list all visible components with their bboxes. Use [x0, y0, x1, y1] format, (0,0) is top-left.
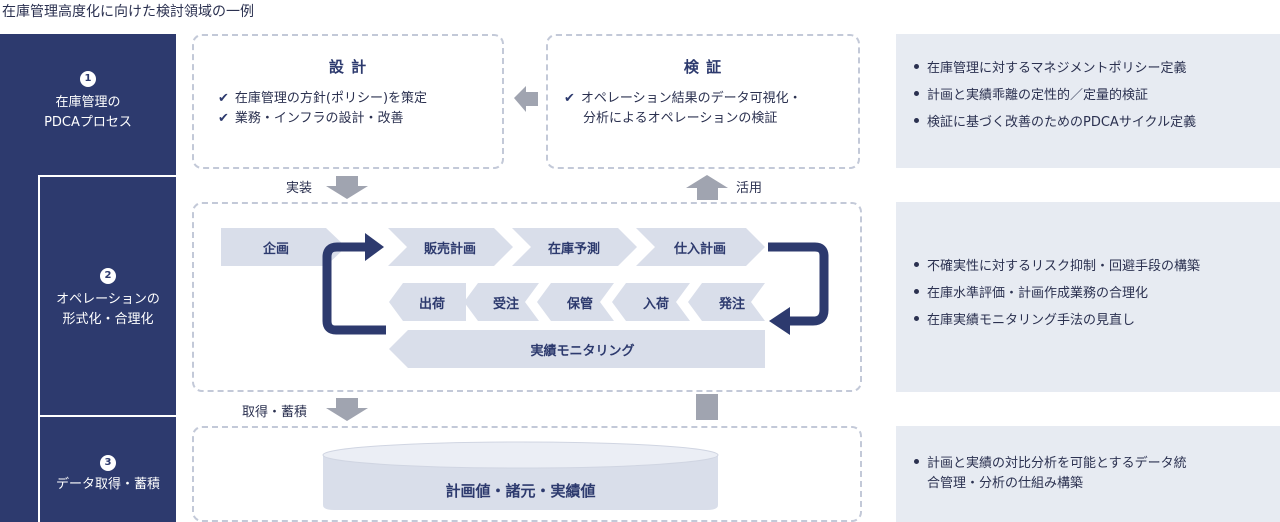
verify-item: 分析によるオペレーションの検証	[583, 111, 778, 126]
arrow-left-icon	[514, 86, 538, 112]
step-label: 在庫予測	[547, 242, 600, 257]
check-icon: ✔	[218, 111, 229, 126]
process-step	[389, 283, 466, 321]
arrow-stub	[696, 394, 718, 420]
check-icon: ✔	[564, 91, 575, 106]
arrow-down-icon	[326, 176, 368, 199]
left-item-label: オペレーションの	[56, 292, 160, 307]
process-step-start	[221, 228, 346, 266]
database-label: 計画値・諸元・実績値	[445, 482, 596, 500]
left-item-label: データ取得・蓄積	[55, 477, 160, 492]
step-label: 入荷	[642, 297, 669, 312]
verify-box: 検 証 ✔オペレーション結果のデータ可視化・ 分析によるオペレーションの検証	[546, 34, 860, 169]
utilize-label: 活用	[736, 181, 763, 196]
design-item: ✔業務・インフラの設計・改善	[218, 111, 404, 126]
right-panel-operation: 不確実性に対するリスク抑制・回避手段の構築 在庫水準評価・計画作成業務の合理化 …	[896, 202, 1280, 392]
process-step	[512, 228, 637, 266]
bullet-item: 検証に基づく改善のためのPDCAサイクル定義	[914, 113, 1280, 133]
step-label: 仕入計画	[673, 242, 726, 257]
step-label: 企画	[262, 242, 289, 257]
verify-item: ✔オペレーション結果のデータ可視化・	[564, 91, 802, 106]
step-label: 販売計画	[423, 242, 476, 257]
process-step	[688, 283, 765, 321]
number-badge: 3	[100, 455, 116, 471]
left-item-operation: 2 オペレーションの 形式化・合理化	[40, 263, 176, 330]
left-item-label: PDCAプロセス	[44, 115, 132, 130]
monitoring-step	[389, 330, 765, 368]
verify-heading: 検 証	[683, 58, 723, 76]
bullet-item: 計画と実績の対比分析を可能とするデータ統	[914, 454, 1280, 474]
step-label: 発注	[718, 297, 745, 312]
check-icon: ✔	[218, 91, 229, 106]
process-step	[537, 283, 614, 321]
design-item: ✔在庫管理の方針(ポリシー)を策定	[218, 91, 428, 106]
step-label: 受注	[492, 297, 519, 312]
left-item-pdca: 1 在庫管理の PDCAプロセス	[0, 66, 176, 133]
database-top	[323, 442, 718, 468]
number-badge: 2	[100, 268, 116, 284]
process-step	[464, 283, 539, 321]
left-column-top	[0, 34, 176, 175]
step-label: 出荷	[418, 297, 445, 312]
acquire-label: 取得・蓄積	[242, 405, 308, 420]
database-cylinder	[323, 455, 718, 510]
process-step	[612, 283, 690, 321]
number-badge: 1	[80, 71, 96, 87]
right-panel-data: 計画と実績の対比分析を可能とするデータ統 合管理・分析の仕組み構築	[896, 426, 1280, 522]
bullet-item-cont: 合管理・分析の仕組み構築	[927, 476, 1084, 491]
page-title: 在庫管理高度化に向けた検討領域の一例	[2, 4, 254, 20]
process-step	[636, 228, 765, 266]
loop-arrow	[322, 242, 386, 335]
implement-label: 実装	[286, 181, 313, 196]
left-column-spine	[0, 175, 38, 522]
process-step	[388, 228, 513, 266]
arrow-up-icon	[686, 175, 728, 200]
arrow-down-icon	[326, 398, 368, 421]
left-item-label: 在庫管理の	[55, 95, 121, 110]
step-label: 保管	[566, 297, 593, 312]
arrowhead-icon	[769, 307, 790, 335]
loop-arrow	[768, 242, 829, 326]
left-card-2	[40, 177, 176, 415]
monitoring-label: 実績モニタリング	[530, 344, 635, 359]
design-heading: 設 計	[328, 58, 368, 76]
bullet-item: 在庫水準評価・計画作成業務の合理化	[914, 284, 1280, 304]
left-item-data: 3 データ取得・蓄積	[40, 450, 176, 495]
arrowhead-icon	[365, 233, 384, 261]
bullet-item: 不確実性に対するリスク抑制・回避手段の構築	[914, 257, 1280, 277]
bullet-item: 在庫実績モニタリング手法の見直し	[914, 311, 1280, 331]
design-box: 設 計 ✔在庫管理の方針(ポリシー)を策定 ✔業務・インフラの設計・改善	[192, 34, 504, 169]
bullet-item: 在庫管理に対するマネジメントポリシー定義	[914, 59, 1280, 79]
left-item-label: 形式化・合理化	[62, 312, 154, 327]
right-panel-pdca: 在庫管理に対するマネジメントポリシー定義 計画と実績乖離の定性的／定量的検証 検…	[896, 34, 1280, 168]
bullet-item: 計画と実績乖離の定性的／定量的検証	[914, 86, 1280, 106]
